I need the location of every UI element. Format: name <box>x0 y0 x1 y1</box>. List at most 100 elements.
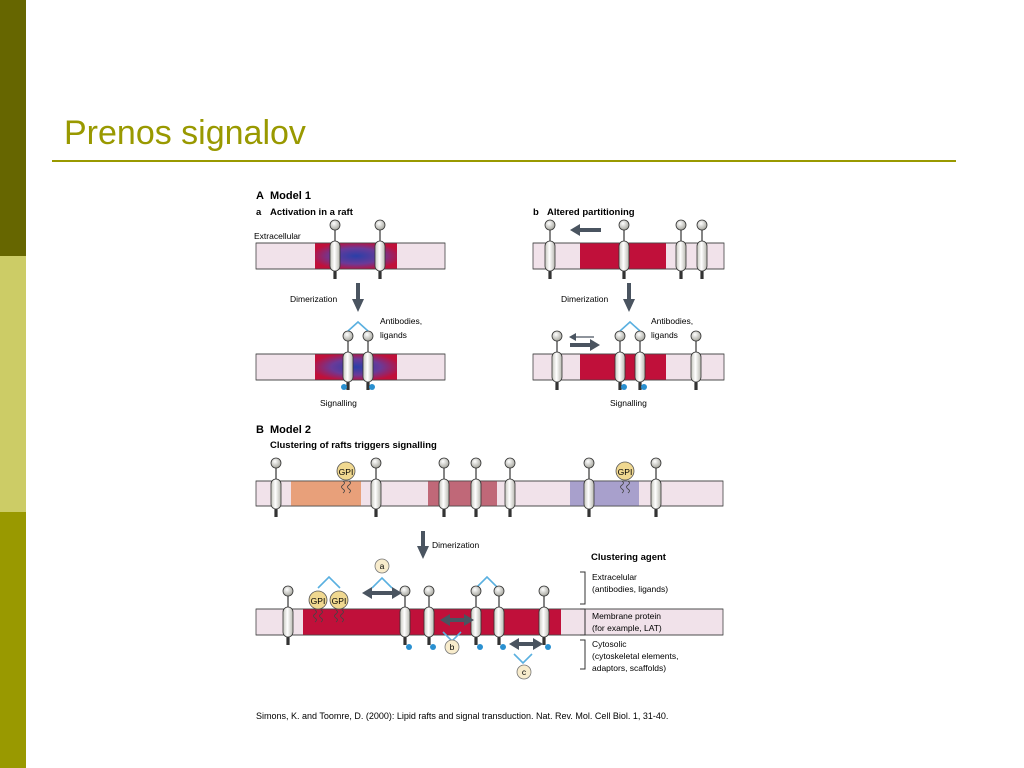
svg-text:GPI: GPI <box>339 467 354 477</box>
gpi-anchored-protein: GPI <box>308 590 328 623</box>
receptor-protein <box>675 219 687 280</box>
signal-dot <box>621 384 627 390</box>
slide-sidebar <box>0 0 26 768</box>
receptor-protein <box>282 585 294 646</box>
signal-dot <box>500 644 506 650</box>
partition-arrow-left <box>570 224 601 236</box>
receptor-protein <box>438 457 450 518</box>
sidebar-block-bottom <box>0 512 26 768</box>
receptor-protein <box>650 457 662 518</box>
title-underline <box>52 160 956 162</box>
dimerization-arrow <box>623 283 635 312</box>
receptor-protein <box>270 457 282 518</box>
dimerization-label: Dimerization <box>290 294 338 304</box>
model2-heading: Model 2 <box>270 424 311 436</box>
panel-b-letter: b <box>533 207 539 218</box>
dimerization-arrow <box>352 283 364 312</box>
svg-text:b: b <box>450 642 455 652</box>
signal-dot <box>477 644 483 650</box>
svg-text:GPI: GPI <box>332 596 347 606</box>
membrane-agent-detail: (for example, LAT) <box>592 623 662 633</box>
receptor-protein <box>634 330 646 391</box>
callout-c: c <box>516 664 532 680</box>
signal-dot <box>641 384 647 390</box>
receptor-protein <box>583 457 595 518</box>
model1-letter: A <box>256 190 264 202</box>
figure-citation: Simons, K. and Toomre, D. (2000): Lipid … <box>256 711 669 721</box>
ligand-chevron <box>619 320 641 332</box>
callout-b: b <box>444 639 460 655</box>
signalling-label: Signalling <box>320 398 357 408</box>
receptor-protein <box>399 585 411 646</box>
svg-text:GPI: GPI <box>618 467 633 477</box>
cluster-arrow-a <box>362 587 402 599</box>
extracellular-label: Extracellular <box>254 231 301 241</box>
panel-a-membrane-top <box>255 242 446 270</box>
model1-heading: Model 1 <box>270 190 311 202</box>
receptor-protein <box>362 330 374 391</box>
antibodies-label: Antibodies, <box>651 316 693 326</box>
slide-title: Prenos signalov <box>64 114 306 152</box>
callout-a: a <box>374 558 390 574</box>
svg-text:a: a <box>380 561 385 571</box>
receptor-protein <box>470 457 482 518</box>
panel-a-heading: Activation in a raft <box>270 207 354 218</box>
receptor-protein <box>614 330 626 391</box>
gpi-anchored-protein: GPI <box>615 461 635 494</box>
cytosolic-agent-detail: adaptors, scaffolds) <box>592 663 666 673</box>
sidebar-block-middle <box>0 256 26 512</box>
receptor-protein <box>690 330 702 391</box>
dimerization-label: Dimerization <box>432 540 480 550</box>
clustering-agent-heading: Clustering agent <box>591 552 667 563</box>
ligand-chevron <box>317 575 341 589</box>
extracellular-agent-label: Extracelular <box>592 572 637 582</box>
extracellular-agent-detail: (antibodies, ligands) <box>592 584 668 594</box>
sidebar-block-top <box>0 0 26 256</box>
antibodies-label: Antibodies, <box>380 316 422 326</box>
cytosolic-chevron <box>513 653 533 665</box>
cytosolic-agent-label: Cytosolic <box>592 639 627 649</box>
receptor-protein <box>551 330 563 391</box>
receptor-protein <box>696 219 708 280</box>
svg-text:c: c <box>522 667 527 677</box>
dimerization-label: Dimerization <box>561 294 609 304</box>
gpi-anchored-protein: GPI <box>336 461 356 494</box>
receptor-protein <box>504 457 516 518</box>
receptor-protein <box>423 585 435 646</box>
receptor-protein <box>618 219 630 280</box>
panel-b-heading: Altered partitioning <box>547 207 635 218</box>
receptor-protein <box>329 219 341 280</box>
gpi-anchored-protein: GPI <box>329 590 349 623</box>
receptor-protein <box>470 585 482 646</box>
signal-dot <box>369 384 375 390</box>
model2-subheading: Clustering of rafts triggers signalling <box>270 440 437 451</box>
receptor-protein <box>538 585 550 646</box>
cluster-arrow-c <box>509 638 543 650</box>
receptor-protein <box>342 330 354 391</box>
cytosolic-agent-detail: (cytoskeletal elements, <box>592 651 678 661</box>
svg-text:GPI: GPI <box>311 596 326 606</box>
signal-dot <box>430 644 436 650</box>
partition-double-arrow <box>569 333 600 351</box>
ligand-chevron <box>347 320 369 332</box>
signal-dot <box>341 384 347 390</box>
receptor-protein <box>493 585 505 646</box>
signal-dot <box>545 644 551 650</box>
ligands-label: ligands <box>380 330 407 340</box>
signalling-label: Signalling <box>610 398 647 408</box>
cluster-arrow-b <box>440 614 474 626</box>
clustering-agent-brackets <box>580 571 586 670</box>
model2-letter: B <box>256 424 264 436</box>
model2-membrane-top <box>255 480 724 507</box>
receptor-protein <box>544 219 556 280</box>
ligand-chevron <box>371 576 393 589</box>
panel-a-letter: a <box>256 207 262 218</box>
ligand-chevron <box>475 575 499 589</box>
receptor-protein <box>374 219 386 280</box>
ligands-label: ligands <box>651 330 678 340</box>
membrane-agent-label: Membrane protein <box>592 611 661 621</box>
signal-dot <box>406 644 412 650</box>
receptor-protein <box>370 457 382 518</box>
dimerization-arrow <box>417 531 429 559</box>
